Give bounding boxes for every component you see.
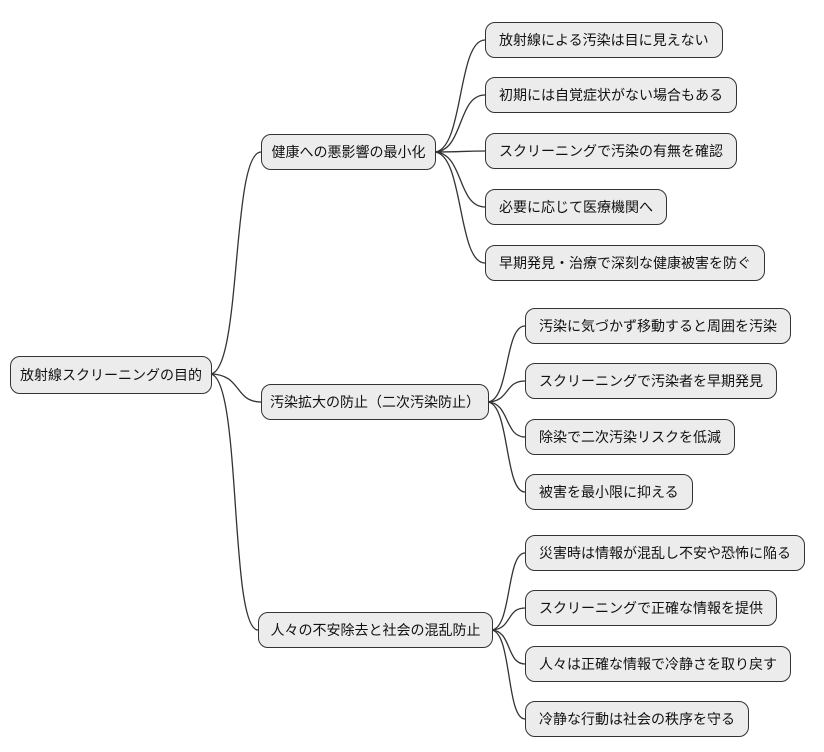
edge-b2-leaf4: [486, 401, 526, 493]
mindmap-root-node: 放射線スクリーニングの目的: [10, 356, 212, 394]
edge-b1-leaf5: [433, 151, 486, 264]
edge-b1-leaf1: [433, 39, 486, 153]
edge-b1-leaf3: [433, 150, 486, 153]
leaf-node: スクリーニングで正確な情報を提供: [525, 590, 777, 626]
leaf-node: 冷静な行動は社会の秩序を守る: [525, 701, 749, 737]
leaf-node: 汚染に気づかず移動すると周囲を汚染: [525, 308, 791, 344]
leaf-node: 除染で二次汚染リスクを低減: [525, 419, 735, 455]
branch-node-contamination-spread: 汚染拡大の防止（二次汚染防止）: [261, 384, 489, 420]
leaf-node: 初期には自覚症状がない場合もある: [485, 77, 737, 113]
leaf-node: 放射線による汚染は目に見えない: [485, 22, 723, 58]
leaf-node: 早期発見・治療で深刻な健康被害を防ぐ: [485, 245, 765, 281]
branch-node-public-anxiety: 人々の不安除去と社会の混乱防止: [258, 612, 493, 648]
leaf-node: スクリーニングで汚染者を早期発見: [525, 363, 777, 399]
edge-b3-leaf4: [490, 629, 526, 720]
edge-root-branch2: [209, 373, 262, 403]
leaf-node: スクリーニングで汚染の有無を確認: [485, 133, 737, 169]
edge-b2-leaf3: [486, 401, 526, 438]
edge-b3-leaf2: [490, 607, 526, 631]
leaf-node: 災害時は情報が混乱し不安や恐怖に陥る: [525, 535, 805, 571]
edge-b1-leaf2: [433, 94, 486, 153]
edge-b2-leaf2: [486, 380, 526, 403]
branch-node-health-impact: 健康への悪影響の最小化: [261, 134, 436, 170]
leaf-node: 必要に応じて医療機関へ: [485, 189, 667, 225]
edge-root-branch1: [209, 151, 262, 375]
leaf-node: 人々は正確な情報で冷静さを取り戻す: [525, 646, 791, 682]
edge-b3-leaf1: [490, 552, 526, 631]
edge-b1-leaf4: [433, 151, 486, 208]
edge-b3-leaf3: [490, 629, 526, 665]
edge-b2-leaf1: [486, 325, 526, 403]
edge-root-branch3: [209, 373, 259, 631]
leaf-node: 被害を最小限に抑える: [525, 474, 693, 510]
